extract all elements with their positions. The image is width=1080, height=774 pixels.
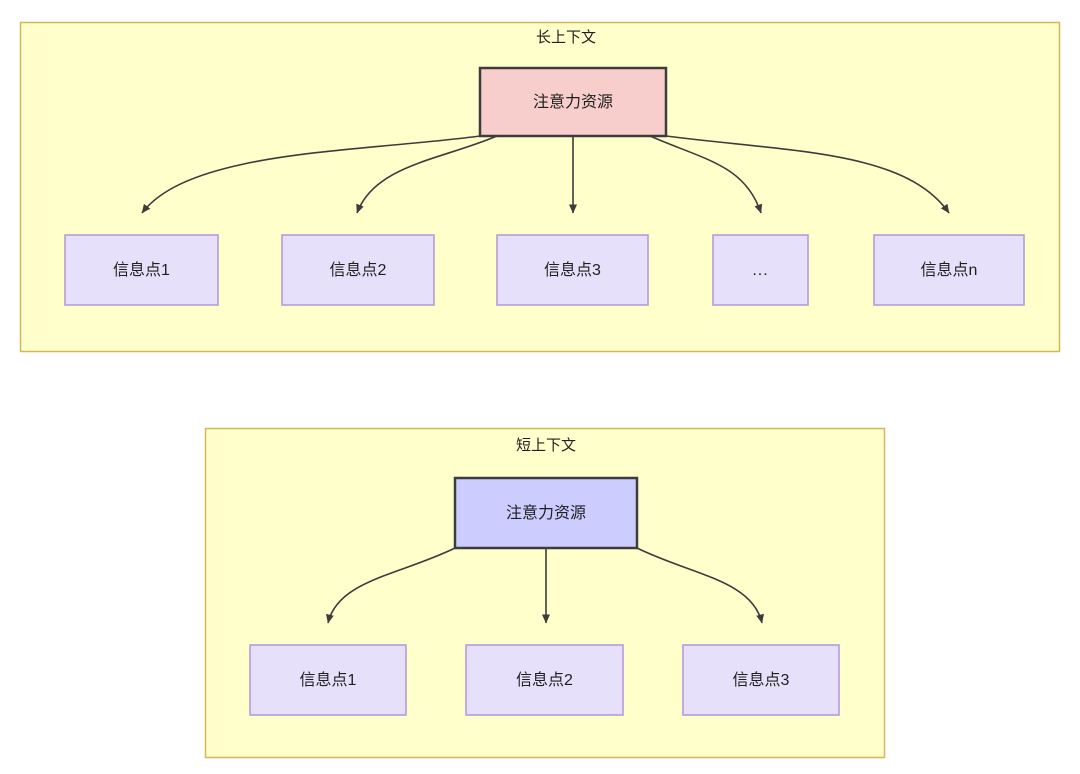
node-attention-resource-short-box[interactable]: [453, 476, 639, 550]
node-info-point-1-short-box[interactable]: [249, 644, 407, 716]
node-attention-resource-short[interactable]: 注意力资源: [453, 476, 639, 550]
node-info-point-1-long-box[interactable]: [64, 234, 219, 306]
edge-attention-to-info-1-short: [326, 547, 456, 624]
node-attention-resource-long[interactable]: 注意力资源: [478, 66, 668, 138]
edge-attention-to-info-3-short: [636, 547, 764, 624]
node-attention-resource-long-box[interactable]: [478, 66, 668, 138]
node-info-point-2-short[interactable]: 信息点2: [465, 644, 624, 716]
panel-short-context-edges: [326, 547, 764, 624]
node-info-point-ellipsis-long-box[interactable]: [712, 234, 809, 306]
node-info-point-3-short[interactable]: 信息点3: [682, 644, 840, 716]
edge-attention-to-info-2: [356, 135, 498, 214]
edge-attention-to-info-ellipsis: [649, 135, 763, 214]
edge-attention-to-info-1: [141, 135, 481, 214]
node-info-point-ellipsis-long[interactable]: ...: [712, 234, 809, 306]
node-info-point-n-long-box[interactable]: [873, 234, 1025, 306]
node-info-point-3-short-box[interactable]: [682, 644, 840, 716]
node-info-point-3-long-box[interactable]: [496, 234, 649, 306]
node-info-point-3-long[interactable]: 信息点3: [496, 234, 649, 306]
edge-attention-to-info-n: [665, 135, 950, 214]
panel-short-context: 短上下文 注意力资源 信息点1 信息点2 信息点3: [204, 427, 886, 759]
panel-long-context: 长上下文 注意力资源 信息点1 信息点2: [19, 21, 1061, 353]
node-info-point-n-long[interactable]: 信息点n: [873, 234, 1025, 306]
panel-long-context-edges: [141, 135, 950, 214]
node-info-point-2-short-box[interactable]: [465, 644, 624, 716]
node-info-point-1-long[interactable]: 信息点1: [64, 234, 219, 306]
node-info-point-1-short[interactable]: 信息点1: [249, 644, 407, 716]
node-info-point-2-long-box[interactable]: [281, 234, 435, 306]
node-info-point-2-long[interactable]: 信息点2: [281, 234, 435, 306]
